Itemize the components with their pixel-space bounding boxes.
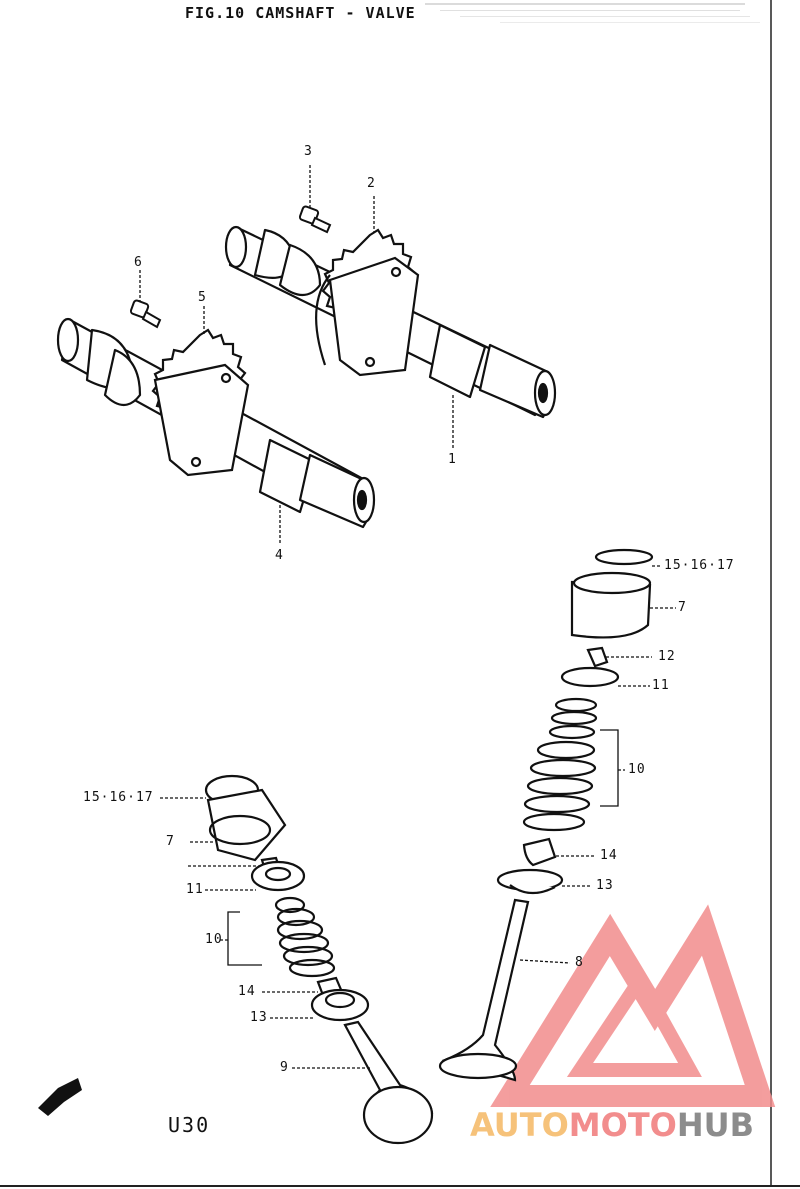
leader-lines [139,165,676,1069]
part-label-3: 3 [304,144,313,159]
part-label-8: 8 [575,955,584,970]
part-label-14-left: 14 [238,984,256,999]
part-label-5: 5 [198,290,207,305]
watermark-auto: AUTO [470,1106,569,1144]
part-label-1: 1 [448,452,457,467]
part-label-13-right: 13 [596,878,614,893]
part-label-7-right: 7 [678,600,687,615]
watermark-hub: HUB [676,1106,755,1144]
watermark-logo [490,904,776,1107]
part-label-7-left: 7 [166,834,175,849]
scan-noise [425,3,760,23]
part-label-11-right: 11 [652,678,670,693]
part-label-13-left: 13 [250,1010,268,1025]
sprocket-lower [151,328,250,477]
part-label-10-left: 10 [205,932,223,947]
bolt-3 [298,205,332,234]
sprocket-upper [315,228,420,377]
part-label-14-right: 14 [600,848,618,863]
part-label-4: 4 [275,548,284,563]
figure-title: FIG.10 CAMSHAFT - VALVE [185,4,416,22]
valve-assembly-right [438,548,654,1082]
part-label-15-16-17-right: 15·16·17 [664,558,735,573]
part-label-2: 2 [367,176,376,191]
watermark-moto: MOTO [568,1106,677,1144]
part-label-6: 6 [134,255,143,270]
fwd-arrow-icon [38,1078,82,1116]
part-label-9: 9 [280,1060,289,1075]
part-label-15-16-17-left: 15·16·17 [83,790,154,805]
part-label-11-left: 11 [186,882,204,897]
bolt-6 [129,299,162,329]
figure-code: U30 [168,1113,211,1137]
part-label-12: 12 [658,649,676,664]
valve-assembly-left [204,774,434,1145]
part-label-10-right: 10 [628,762,646,777]
watermark-text: AUTOMOTOHUB [470,1106,754,1144]
